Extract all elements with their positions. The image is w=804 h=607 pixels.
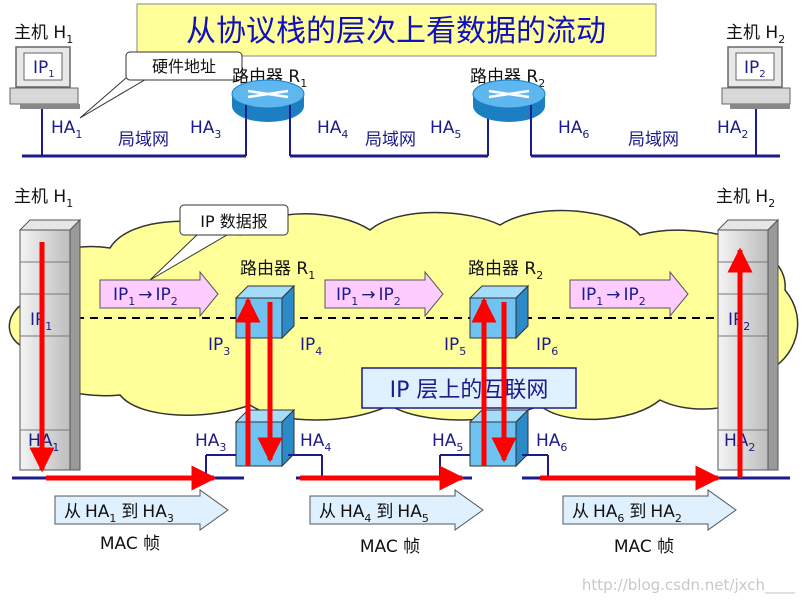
router-r2-title-bottom: 路由器 R2 (468, 259, 543, 282)
lan-3: HA6 局域网 HA2 (531, 109, 780, 158)
router-r1-ip3-label: IP3 (208, 335, 230, 358)
router-icon (472, 79, 546, 122)
host-h2-top: 主机 H2 IP2 (721, 23, 791, 109)
page-title: 从协议栈的层次上看数据的流动 (186, 14, 606, 49)
mac-frame-3-caption: MAC 帧 (614, 537, 674, 557)
lan-3-ha6-label: HA6 (558, 118, 589, 141)
mac-frame-2-caption: MAC 帧 (360, 537, 420, 557)
ip-flow-3-text: IP1→IP2 (581, 285, 646, 308)
host-h1-ip-label: IP1 (33, 58, 55, 80)
host-h2-ha-label-bottom: HA2 (724, 431, 755, 454)
router-r1-ha4-label: HA4 (300, 431, 331, 454)
ip-internet-label-box: IP 层上的互联网 (361, 367, 577, 409)
host-h1-title-bottom: 主机 H1 (14, 187, 73, 210)
router-r1-title-bottom: 路由器 R1 (240, 259, 315, 282)
lan-2-ha4-label: HA4 (317, 118, 348, 141)
hardware-address-callout: 硬件地址 (79, 51, 243, 119)
lan-3-label: 局域网 (628, 130, 679, 150)
computer-icon (721, 46, 791, 109)
hardware-address-label: 硬件地址 (152, 57, 216, 76)
router-icon (231, 79, 305, 122)
lan-1-ha3-label: HA3 (190, 118, 221, 141)
computer-icon (9, 46, 80, 109)
host-h2-stack: IP2 HA2 (716, 218, 780, 471)
host-h2-title: 主机 H2 (726, 23, 785, 46)
ip-datagram-callout: IP 数据报 (149, 204, 289, 281)
mac-frame-1-caption: MAC 帧 (100, 534, 160, 554)
router-r2-ha5-label: HA5 (432, 431, 463, 454)
ip-flow-arrow-2: IP1→IP2 (324, 270, 444, 318)
watermark: http://blog.csdn.net/jxch____ (582, 576, 796, 595)
ip-flow-1-text: IP1→IP2 (113, 285, 178, 308)
lan-3-ha2-label: HA2 (717, 118, 748, 141)
ip-flow-arrow-3: IP1→IP2 (569, 270, 689, 318)
lan-1-label: 局域网 (118, 130, 169, 150)
data-flow-path (29, 242, 753, 491)
router-r2-ha6-label: HA6 (536, 431, 567, 454)
router-r1-top: 路由器 R1 (231, 67, 307, 156)
ip-flow-2-text: IP1→IP2 (336, 285, 401, 308)
ip-flow-arrow-1: IP1→IP2 (99, 270, 219, 318)
host-h2-title-bottom: 主机 H2 (716, 187, 775, 210)
host-h1-title: 主机 H1 (14, 23, 73, 46)
router-r2-ip5-label: IP5 (444, 335, 466, 358)
router-r2-ip6-label: IP6 (536, 335, 558, 358)
title-banner: 从协议栈的层次上看数据的流动 (136, 3, 657, 57)
router-r2-top: 路由器 R2 (470, 67, 546, 156)
host-h2-ip-label: IP2 (744, 58, 766, 80)
host-h1-top: 主机 H1 IP1 HA1 (9, 23, 82, 156)
host-h1-stack: IP1 HA1 (18, 218, 82, 471)
lan-2-ha5-label: HA5 (430, 118, 461, 141)
lan-2-label: 局域网 (365, 130, 416, 150)
ip-datagram-label: IP 数据报 (200, 212, 267, 231)
router-r1-ha3-label: HA3 (195, 431, 226, 454)
lan-2: HA4 局域网 HA5 (290, 105, 489, 158)
lan-1: 局域网 HA3 (22, 105, 247, 158)
ip-internet-label: IP 层上的互联网 (390, 378, 549, 403)
router-r1-ip4-label: IP4 (300, 335, 322, 358)
host-h1-ha-label: HA1 (51, 118, 82, 141)
